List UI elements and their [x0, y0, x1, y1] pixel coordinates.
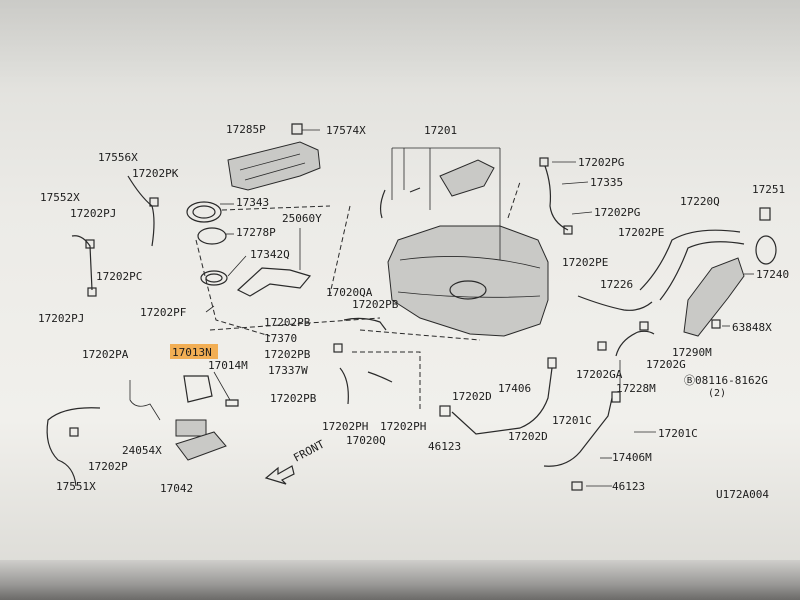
- front-arrow: [264, 465, 295, 485]
- highlight-17013n: [170, 344, 218, 359]
- label-17370: 17370: [264, 332, 297, 345]
- label-25060y: 25060Y: [282, 212, 322, 225]
- label-17202pj-bot: 17202PJ: [38, 312, 84, 325]
- label-17202g: 17202G: [646, 358, 686, 371]
- fuel-filter-base: [175, 431, 227, 461]
- front-label: FRONT: [291, 437, 327, 464]
- label-17042: 17042: [160, 482, 193, 495]
- label-17202pb-b: 17202PB: [264, 316, 311, 329]
- tube-17406m: [543, 397, 613, 467]
- label-17552x: 17552X: [40, 191, 80, 204]
- hose-17226: [577, 295, 653, 311]
- label-17202pg-top: 17202PG: [578, 156, 624, 169]
- label-17343: 17343: [236, 196, 269, 209]
- fuel-pump-bracket: [183, 375, 213, 403]
- clip-17574x: [291, 123, 303, 135]
- label-qty-2: (2): [708, 388, 726, 399]
- label-17406: 17406: [498, 382, 531, 395]
- label-17202pb-a: 17202PB: [352, 298, 399, 311]
- label-17228m: 17228M: [616, 382, 656, 395]
- label-17574x: 17574X: [326, 124, 366, 137]
- label-17202pa: 17202PA: [82, 348, 129, 361]
- label-17202pe-b: 17202PE: [562, 256, 608, 269]
- seal-17342q: [200, 270, 228, 286]
- sensor-17014m: [225, 399, 239, 407]
- tube-17406: [451, 367, 553, 435]
- label-17335: 17335: [590, 176, 623, 189]
- label-17342q: 17342Q: [250, 248, 290, 261]
- heat-shield: [227, 141, 321, 191]
- label-17202pf: 17202PF: [140, 306, 186, 319]
- label-17251: 17251: [752, 183, 785, 196]
- hose-17337w: [339, 367, 349, 405]
- label-17551x: 17551X: [56, 480, 96, 493]
- label-17285p: 17285P: [226, 123, 266, 136]
- monitor-bezel: [0, 560, 800, 600]
- seal-17343: [186, 201, 222, 223]
- assembly-line-4: [221, 205, 331, 211]
- label-17202d-b: 17202D: [508, 430, 548, 443]
- label-17337w: 17337W: [268, 364, 308, 377]
- label-17202ph-a: 17202PH: [322, 420, 368, 433]
- label-17013n: 17013N: [172, 346, 212, 359]
- filler-tube: [639, 229, 741, 291]
- label-17014m: 17014M: [208, 359, 248, 372]
- hose-17228m: [615, 330, 655, 357]
- label-46123-b: 46123: [612, 480, 645, 493]
- hose-17556x: [127, 175, 155, 247]
- tank-top-bracket: [439, 159, 495, 197]
- label-17202d-a: 17202D: [452, 390, 492, 403]
- lock-ring-17278p: [197, 227, 227, 245]
- screen-glare: [0, 0, 800, 90]
- label-17202pg-mid: 17202PG: [594, 206, 640, 219]
- tank-pump-opening: [449, 280, 487, 300]
- label-17226: 17226: [600, 278, 633, 291]
- label-17202pb-e: 17202PB: [270, 392, 317, 405]
- assembly-line-7: [507, 181, 521, 219]
- label-17020qa: 17020QA: [326, 286, 373, 299]
- fuel-pump-body: [175, 419, 207, 437]
- label-17220q: 17220Q: [680, 195, 720, 208]
- label-17201c-a: 17201C: [552, 414, 592, 427]
- assembly-line-3: [195, 239, 271, 337]
- hose-17552x: [71, 235, 93, 291]
- filler-cap-17251: [759, 207, 771, 221]
- protector-17290m: [683, 257, 745, 337]
- label-17202pk: 17202PK: [132, 167, 179, 180]
- label-17202pc: 17202PC: [96, 270, 142, 283]
- hose-17335: [544, 165, 569, 231]
- label-17202p: 17202P: [88, 460, 128, 473]
- label-17202pb-c: 17202PB: [264, 348, 311, 361]
- assembly-line-2: [329, 205, 351, 295]
- hose-17551x: [46, 407, 101, 487]
- label-17278p: 17278P: [236, 226, 276, 239]
- assembly-line-5: [352, 351, 421, 410]
- figure-id: U172A004: [716, 488, 769, 501]
- label-17202ph-b: 17202PH: [380, 420, 426, 433]
- hose-17020q: [367, 371, 393, 383]
- label-17201c-b: 17201C: [658, 427, 698, 440]
- label-17556x: 17556X: [98, 151, 138, 164]
- assembly-line-1: [209, 317, 381, 331]
- assembly-line-6: [359, 329, 481, 341]
- label-17202ga: 17202GA: [576, 368, 623, 381]
- label-63848x: 63848X: [732, 321, 772, 334]
- label-46123-a: 46123: [428, 440, 461, 453]
- label-17406m: 17406M: [612, 451, 652, 464]
- harness-25060y: [236, 267, 312, 297]
- label-17290m: 17290M: [672, 346, 712, 359]
- label-08116-8162g: Ⓑ08116-8162G: [684, 374, 768, 387]
- filler-cap-ring: [755, 235, 777, 265]
- label-17202pj-top: 17202PJ: [70, 207, 116, 220]
- label-24054x: 24054X: [122, 444, 162, 457]
- label-17202pe-a: 17202PE: [618, 226, 664, 239]
- label-17020q: 17020Q: [346, 434, 386, 447]
- leader-lines: [205, 161, 754, 487]
- label-17201: 17201: [424, 124, 457, 137]
- label-17240: 17240: [756, 268, 789, 281]
